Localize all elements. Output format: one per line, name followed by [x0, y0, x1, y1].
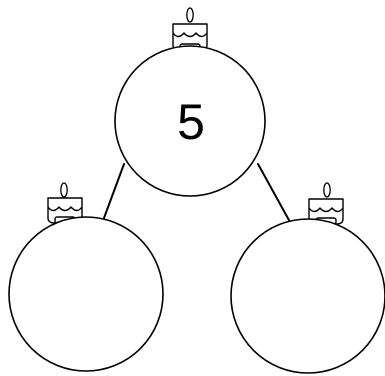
connector-line-left — [104, 164, 124, 218]
ornament-bottom-left-ball — [9, 217, 163, 371]
ornament-top-hanger-icon — [173, 8, 207, 50]
connector-line-right — [258, 164, 290, 222]
ornament-top: 5 — [115, 8, 265, 196]
ornament-bottom-right — [231, 183, 385, 373]
ornament-bottom-right-ball — [231, 219, 385, 373]
ornament-bottom-left — [9, 183, 163, 371]
ornament-top-value: 5 — [177, 94, 205, 150]
ornament-bottom-right-hanger-icon — [309, 183, 343, 224]
